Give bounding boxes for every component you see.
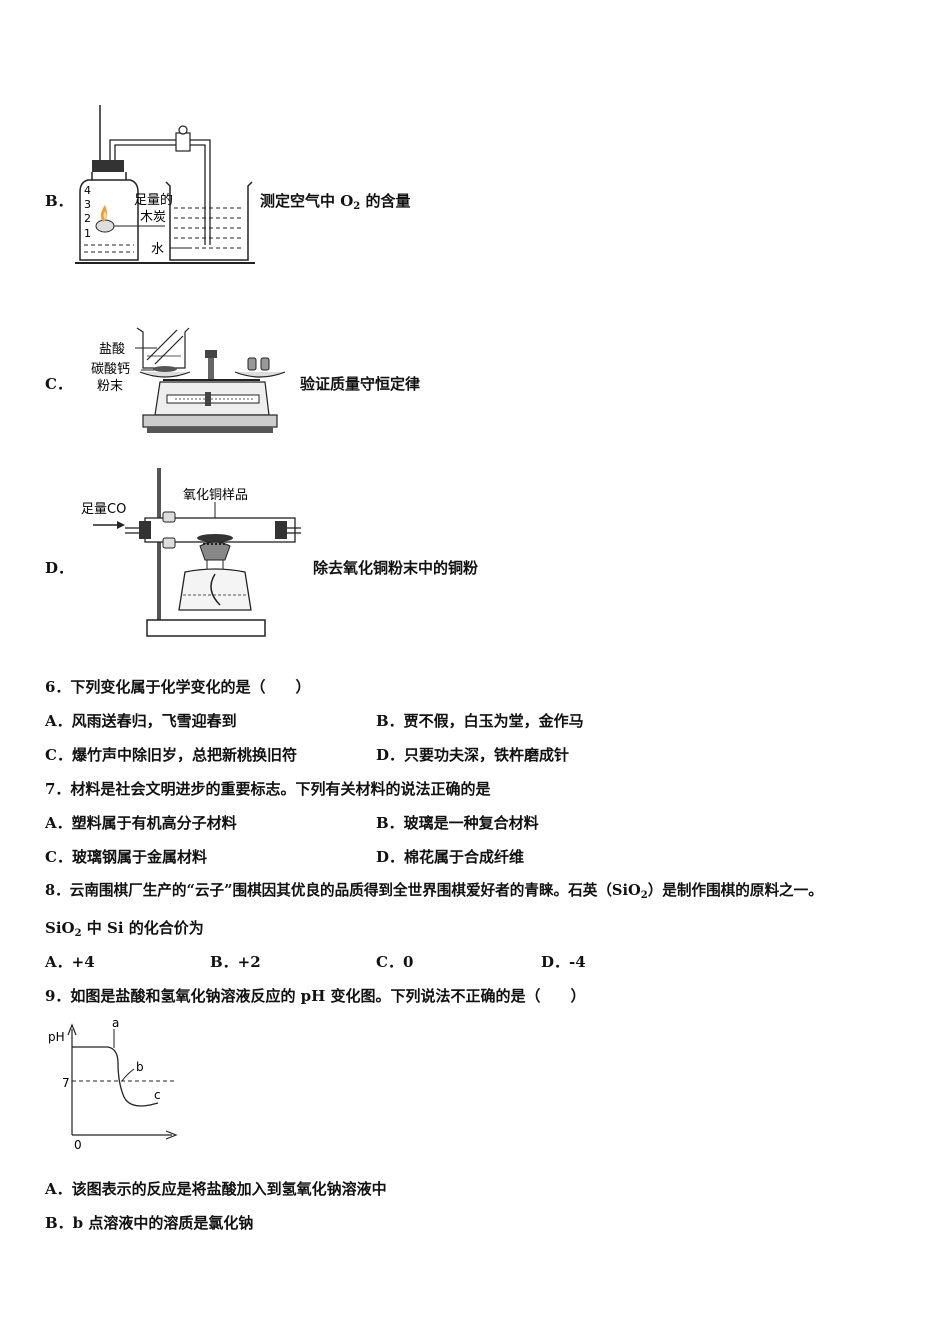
question-6-option-b: B．贾不假，白玉为堂，金作马 xyxy=(376,712,584,730)
point-c-label: c xyxy=(154,1088,161,1102)
point-b-label: b xyxy=(136,1060,144,1074)
mark-2: 2 xyxy=(84,212,91,225)
option-d-caption: 除去氧化铜粉末中的铜粉 xyxy=(313,559,479,577)
question-8-option-c: C．0 xyxy=(376,953,414,971)
question-7-option-b: B．玻璃是一种复合材料 xyxy=(376,814,539,832)
question-8-stem-line-2: SiO2 中 Si 的化合价为 xyxy=(45,919,204,939)
ph-axis-label: pH xyxy=(48,1030,65,1044)
mark-3: 3 xyxy=(84,198,91,211)
copper-oxide-reduction-figure: 足量CO 氧化铜样品 xyxy=(81,468,301,637)
mass-conservation-balance-figure: 盐酸 碳酸钙 粉末 xyxy=(91,327,285,433)
option-b-label: B． xyxy=(45,192,73,210)
question-7-option-d: D．棉花属于合成纤维 xyxy=(376,848,525,866)
sample-label: 氧化铜样品 xyxy=(183,488,248,503)
mark-1: 1 xyxy=(84,227,91,240)
question-8-option-a: A．+4 xyxy=(45,953,95,971)
option-c-label: C． xyxy=(45,375,72,393)
question-6-stem: 6．下列变化属于化学变化的是（ ） xyxy=(45,678,311,696)
water-label: 水 xyxy=(151,242,164,257)
option-c-caption: 验证质量守恒定律 xyxy=(300,375,421,393)
caco3-label-2: 粉末 xyxy=(97,379,123,394)
question-7-option-c: C．玻璃钢属于金属材料 xyxy=(45,848,207,866)
charcoal-label-1: 足量的 xyxy=(134,192,173,208)
co-label: 足量CO xyxy=(81,502,126,517)
question-6-option-d: D．只要功夫深，铁杵磨成针 xyxy=(376,746,570,764)
point-a-label: a xyxy=(112,1016,119,1030)
charcoal-label-2: 木炭 xyxy=(140,210,166,225)
option-d-label: D． xyxy=(45,559,74,577)
acid-label: 盐酸 xyxy=(99,342,125,357)
question-8-option-b: B．+2 xyxy=(210,953,261,971)
question-9-option-a: A．该图表示的反应是将盐酸加入到氢氧化钠溶液中 xyxy=(45,1180,387,1198)
option-b-caption: 测定空气中 O2 的含量 xyxy=(260,192,411,212)
question-7-stem: 7．材料是社会文明进步的重要标志。下列有关材料的说法正确的是 xyxy=(45,780,491,798)
question-6-option-c: C．爆竹声中除旧岁，总把新桃换旧符 xyxy=(45,746,297,764)
question-9-option-b: B．b 点溶液中的溶质是氯化钠 xyxy=(45,1214,254,1232)
caco3-label-1: 碳酸钙 xyxy=(91,362,130,377)
question-9-stem: 9．如图是盐酸和氢氧化钠溶液反应的 pH 变化图。下列说法不正确的是（ ） xyxy=(45,987,586,1005)
ph-seven-tick: 7 xyxy=(62,1076,70,1090)
question-8-option-d: D．-4 xyxy=(541,953,586,971)
question-6-option-a: A．风雨送春归，飞雪迎春到 xyxy=(45,712,237,730)
question-7-option-a: A．塑料属于有机高分子材料 xyxy=(45,814,237,832)
origin-label: 0 xyxy=(74,1138,82,1152)
mark-4: 4 xyxy=(84,184,91,197)
air-oxygen-apparatus-figure: 4 3 2 1 足量的 木炭 水 xyxy=(75,105,255,264)
question-8-stem: 8．云南围棋厂生产的“云子”围棋因其优良的品质得到全世界围棋爱好者的青睐。石英（… xyxy=(45,882,823,901)
ph-change-graph: pH 7 0 a b c xyxy=(48,1016,178,1152)
